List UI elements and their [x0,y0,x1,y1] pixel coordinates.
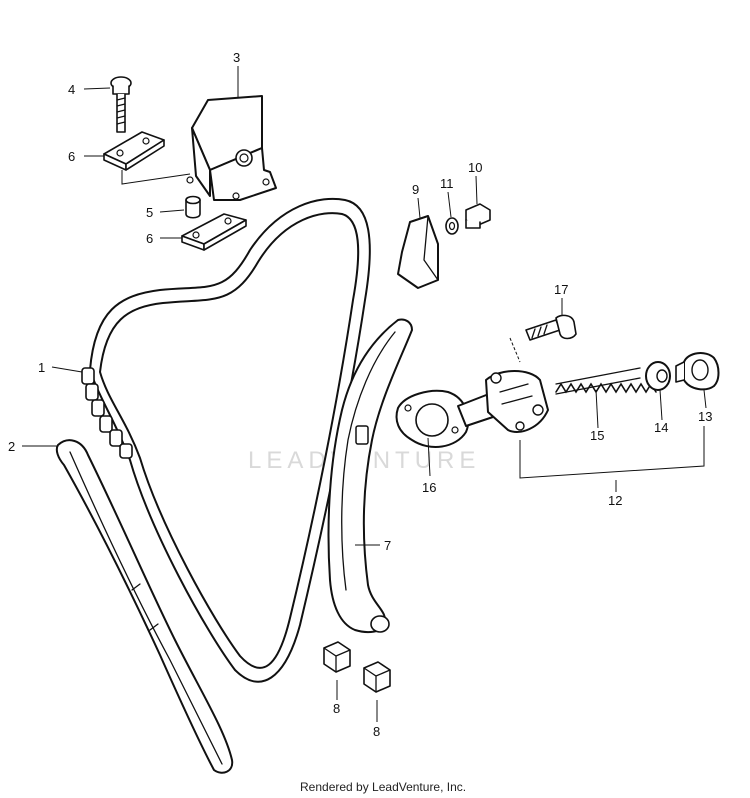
spring [555,367,657,395]
assembly-bracket [519,426,705,479]
callout-4: 4 [68,82,75,97]
tensioner-body [457,370,549,433]
plate-upper [103,131,191,185]
callout-1: 1 [38,360,45,375]
chain-guide-right [327,318,413,634]
footer-credit: Rendered by LeadVenture, Inc. [300,780,466,794]
callout-15: 15 [590,428,604,443]
callout-2: 2 [8,439,15,454]
collar [185,195,201,219]
tensioner-bolt [509,314,577,363]
callout-12: 12 [608,493,622,508]
callout-8-a: 8 [333,701,340,716]
callout-labels: 4 3 6 5 6 1 2 7 9 11 10 17 16 15 14 13 1… [8,50,712,739]
callout-5: 5 [146,205,153,220]
callout-9: 9 [412,182,419,197]
callout-10: 10 [468,160,482,175]
seal-washer [645,361,671,391]
callout-13: 13 [698,409,712,424]
callout-14: 14 [654,420,668,435]
tensioner-block [186,95,277,201]
leader-lines [22,66,707,722]
callout-8-b: 8 [373,724,380,739]
cam-chain [81,197,371,683]
small-bolt [465,203,491,229]
callout-16: 16 [422,480,436,495]
callout-17: 17 [554,282,568,297]
gasket [395,389,470,448]
chain-guide-left [55,439,234,774]
bolt [110,76,132,133]
washer [445,217,459,235]
wedge-piece [397,215,439,289]
rubber-block-a [323,641,351,673]
callout-6-upper: 6 [68,149,75,164]
cap [675,352,720,391]
callout-7: 7 [384,538,391,553]
callout-11: 11 [440,176,454,191]
callout-6-lower: 6 [146,231,153,246]
callout-3: 3 [233,50,240,65]
rubber-block-b [363,661,391,693]
plate-lower [181,213,247,251]
